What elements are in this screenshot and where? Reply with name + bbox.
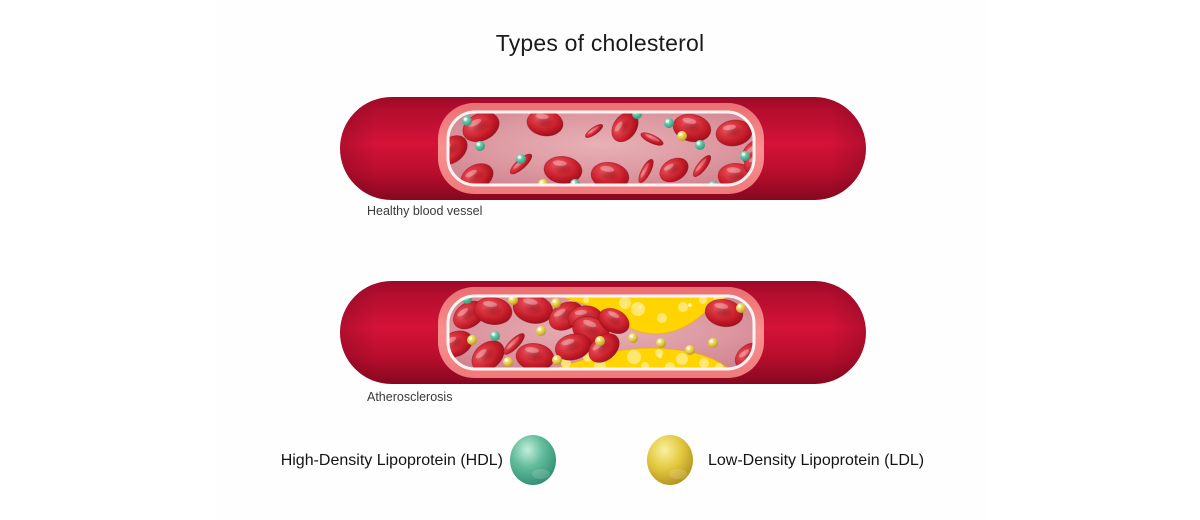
hdl-particle [475, 141, 485, 151]
hdl-sphere [510, 435, 556, 485]
red-blood-cell [471, 340, 505, 368]
red-blood-cell [590, 161, 630, 184]
red-blood-cell [611, 113, 639, 143]
atherosclerosis-label: Atherosclerosis [367, 390, 453, 404]
red-blood-cell [638, 158, 654, 184]
atherosclerosis-vessel [340, 281, 866, 384]
lipoprotein-layer [462, 297, 746, 367]
page-title: Types of cholesterol [495, 30, 705, 56]
hdl-particle [632, 113, 642, 119]
hdl-particle [570, 179, 580, 184]
ldl-particle [595, 336, 605, 346]
ldl-particle [552, 355, 562, 365]
red-blood-cell [584, 124, 604, 138]
content-panel [216, 0, 988, 520]
ldl-particle [467, 335, 477, 345]
blood-cells-layer [449, 297, 753, 368]
red-blood-cell [704, 298, 744, 328]
hdl-particle [462, 116, 472, 126]
ldl-particle [503, 357, 513, 367]
legend-ldl-label: Low-Density Lipoprotein (LDL) [708, 452, 925, 469]
hdl-particle [740, 151, 750, 161]
hdl-particle [516, 154, 526, 164]
ldl-particle [708, 338, 718, 348]
legend-hdl-label: High-Density Lipoprotein (HDL) [280, 452, 503, 469]
ldl-sphere [647, 435, 693, 485]
red-blood-cell [543, 156, 583, 184]
healthy-vessel-label: Healthy blood vessel [367, 204, 483, 218]
red-blood-cell [526, 113, 564, 137]
red-blood-cell [503, 333, 525, 355]
red-blood-cell [473, 297, 513, 326]
ldl-particle [551, 298, 561, 308]
red-blood-cell [554, 333, 592, 361]
ldl-particle [628, 333, 638, 343]
red-blood-cell [715, 119, 753, 147]
ldl-particle [536, 326, 546, 336]
red-blood-cell [449, 330, 473, 358]
lumen-inner-line [446, 110, 756, 187]
ldl-particle [677, 131, 687, 141]
red-blood-cell [598, 308, 630, 334]
ldl-particle [736, 303, 746, 313]
lumen-inner-line [446, 294, 756, 371]
red-blood-cell [640, 132, 664, 146]
ldl-particle [685, 345, 695, 355]
red-blood-cell [515, 342, 555, 368]
red-blood-cell [659, 157, 689, 183]
hdl-particle [664, 118, 674, 128]
red-blood-cell [462, 113, 500, 143]
hdl-particle [695, 140, 705, 150]
healthy-vessel [340, 97, 866, 200]
ldl-particle [656, 338, 666, 348]
red-blood-cell [449, 135, 468, 165]
ldl-particle [538, 179, 548, 184]
blood-cells-layer [449, 113, 753, 184]
red-blood-cell [692, 154, 712, 178]
hdl-particle [490, 331, 500, 341]
